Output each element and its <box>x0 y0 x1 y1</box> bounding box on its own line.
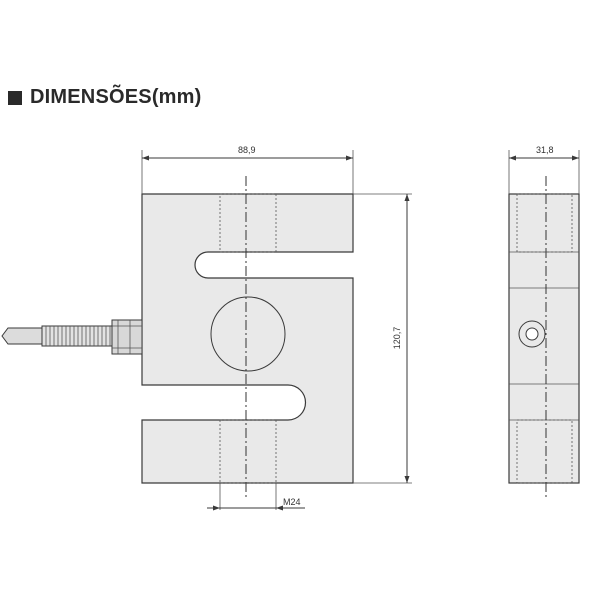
arrow-icon <box>404 194 410 201</box>
height-dimension-label: 120,7 <box>392 327 402 350</box>
cable-end <box>1 327 43 345</box>
arrow-icon <box>213 505 220 511</box>
load-cell-body-front <box>141 193 354 484</box>
gauge-circle <box>210 296 286 372</box>
arrow-icon <box>572 155 579 161</box>
section-heading: DIMENSÕES(mm) <box>8 86 202 109</box>
arrow-icon <box>346 155 353 161</box>
front-view: 88,9 120,7 M24 <box>1 145 412 511</box>
arrow-icon <box>509 155 516 161</box>
top-thread-hole <box>219 193 277 253</box>
arrow-icon <box>276 505 283 511</box>
cable-ribs <box>45 326 111 346</box>
side-connector-inner <box>525 327 539 341</box>
thread-dimension-label: M24 <box>283 497 301 507</box>
side-width-dimension-label: 31,8 <box>536 145 554 155</box>
bottom-thread-hole <box>219 419 277 484</box>
cable-strain-relief <box>41 325 113 347</box>
arrow-icon <box>142 155 149 161</box>
square-bullet-icon <box>8 90 22 105</box>
side-top-thread-hole <box>516 193 573 253</box>
side-bottom-thread-hole <box>516 419 573 484</box>
section-title: DIMENSÕES(mm) <box>30 86 202 108</box>
cable-gland <box>111 319 143 355</box>
width-dimension-label: 88,9 <box>238 145 256 155</box>
arrow-icon <box>404 476 410 483</box>
side-view: 31,8 <box>508 145 580 500</box>
